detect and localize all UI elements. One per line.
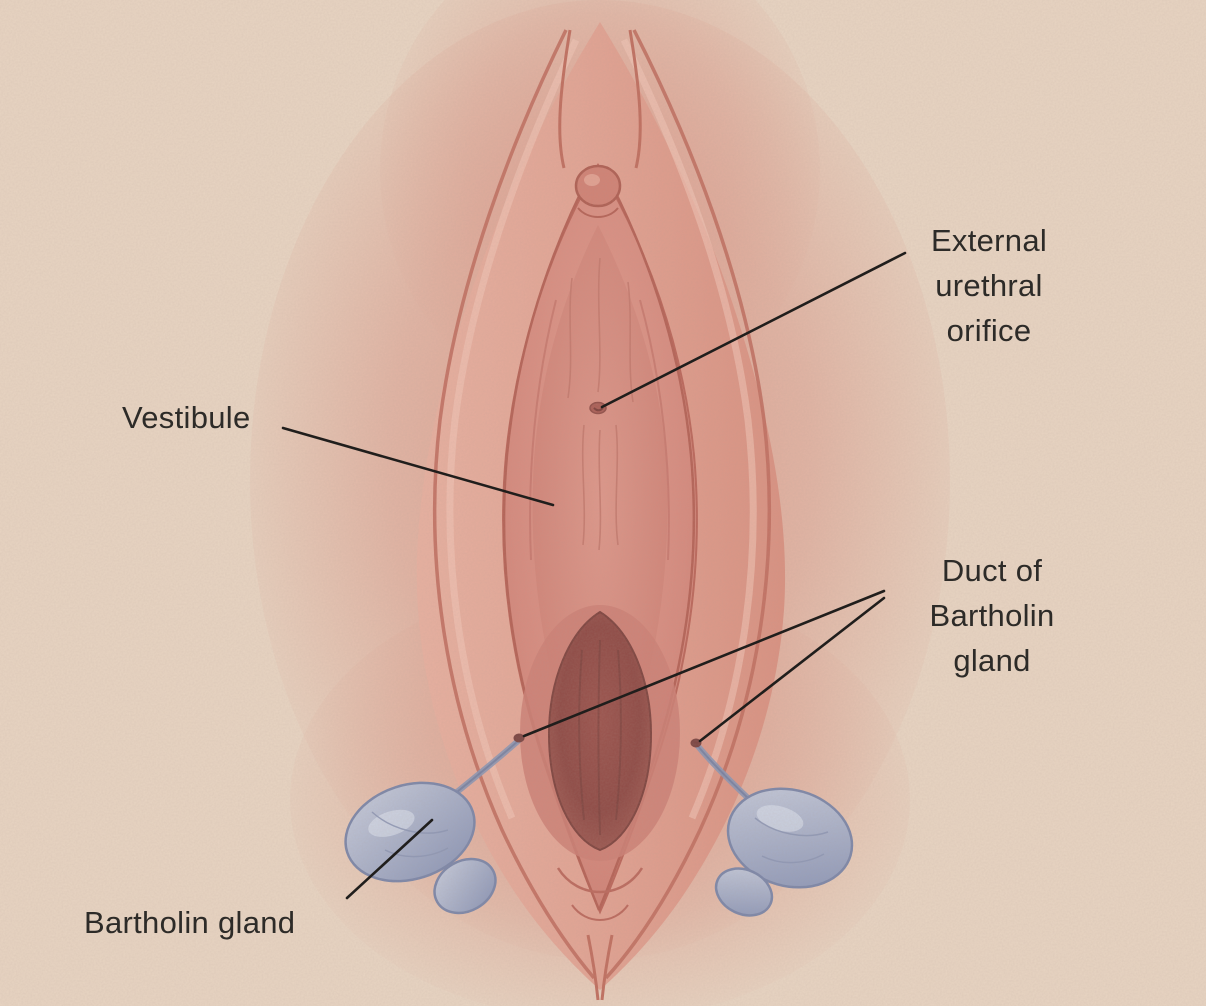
leader-line-duct-left [522, 589, 886, 738]
label-duct-of-bartholin-gland: Duct of Bartholin gland [929, 553, 1055, 678]
leader-line-external-urethral-orifice [600, 251, 907, 409]
label-vestibule: Vestibule [122, 400, 251, 435]
label-bartholin-gland: Bartholin gland [84, 905, 296, 940]
label-external-urethral-orifice: External urethral orifice [930, 223, 1048, 348]
leader-line-bartholin-gland [345, 818, 434, 900]
leader-line-duct-right [698, 596, 886, 743]
leader-line-vestibule [281, 426, 555, 507]
leader-lines [281, 251, 907, 900]
